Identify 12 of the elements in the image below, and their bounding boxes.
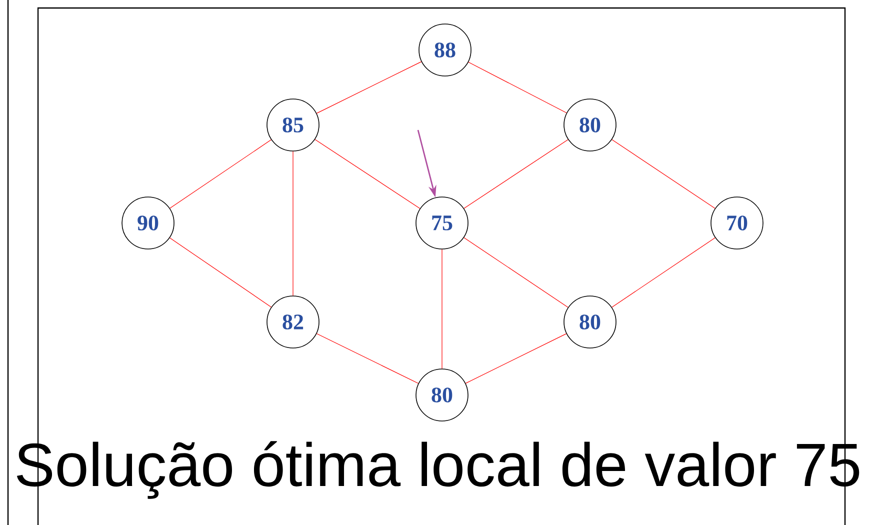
- graph-edge: [314, 139, 420, 209]
- graph-edge: [316, 333, 419, 384]
- graph-edge: [464, 139, 568, 209]
- graph-edge: [464, 237, 568, 308]
- graph-edge: [316, 61, 422, 114]
- graph-edge: [468, 62, 567, 114]
- graph-edge: [292, 151, 294, 296]
- graph-edge: [170, 139, 272, 209]
- graph-edge: [465, 333, 567, 384]
- graph-edge: [170, 238, 272, 308]
- graph-edge: [612, 139, 716, 209]
- graph-edge: [612, 237, 716, 308]
